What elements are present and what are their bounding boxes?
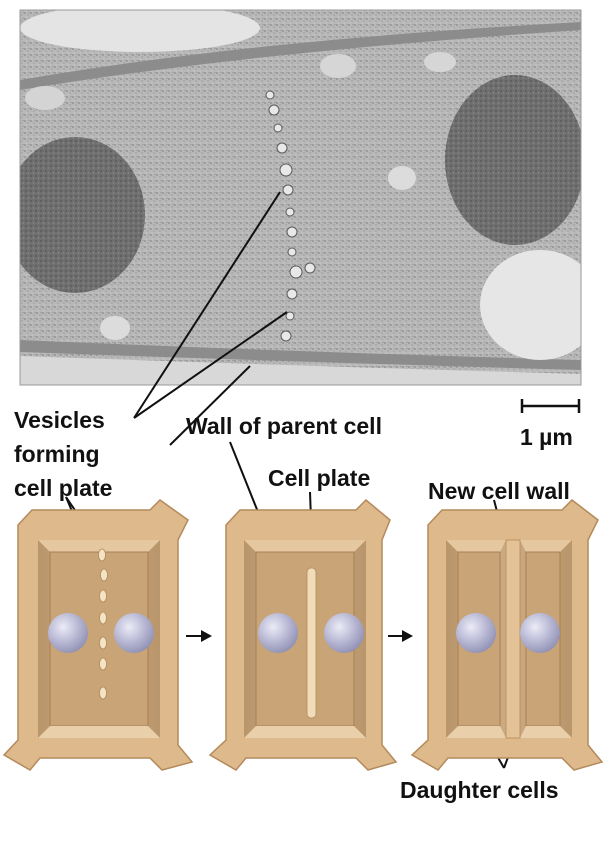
nucleus-left <box>48 613 88 653</box>
scale-bar <box>520 399 581 413</box>
stage-cell-plate <box>208 498 398 771</box>
label-daughter-cells: Daughter cells <box>400 777 559 803</box>
label-vesicles: Vesicles <box>14 407 105 433</box>
nucleus-left <box>258 613 298 653</box>
label-cell-plate-line: cell plate <box>14 475 113 501</box>
label-wall-of-parent-cell: Wall of parent cell <box>186 413 382 439</box>
label-scale-bar: 1 µm <box>520 424 573 450</box>
nucleus-left <box>456 613 496 653</box>
label-forming: forming <box>14 441 100 467</box>
electron-micrograph <box>20 10 581 385</box>
nucleus-right <box>324 613 364 653</box>
stage-vesicles <box>2 499 194 771</box>
label-new-cell-wall: New cell wall <box>428 478 570 504</box>
nucleus-right <box>114 613 154 653</box>
nucleus-right <box>520 613 560 653</box>
label-cell-plate: Cell plate <box>268 465 371 491</box>
arrow-icon <box>186 630 212 642</box>
arrow-icon <box>388 630 413 642</box>
stage-new-wall <box>410 499 604 771</box>
